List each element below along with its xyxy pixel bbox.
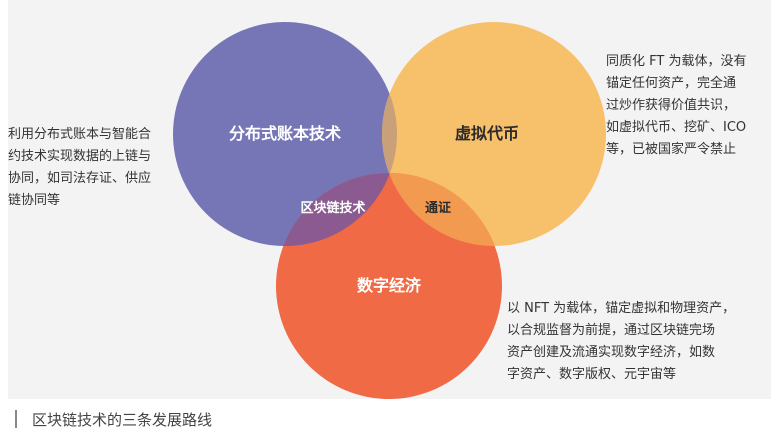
caption-marker	[15, 410, 17, 428]
note-line: 协同，如司法存证、供应	[8, 171, 152, 186]
overlap-virtual-digital	[382, 173, 502, 246]
overlap-distributed-digital	[276, 173, 397, 246]
note-virtual-token: 同质化 FT 为载体，没有 锚定任何资产，完全通 过炒作获得价值共识， 如虚拟代…	[606, 51, 746, 161]
note-line: 字资产、数字版权、元宇宙等	[507, 367, 677, 382]
note-line: 以合规监督为前提，通过区块链完场	[507, 323, 716, 338]
label-token: 通证	[425, 200, 451, 216]
note-line: 过炒作获得价值共识，	[606, 98, 737, 113]
note-line: 如虚拟代币、挖矿、ICO	[606, 120, 747, 135]
note-line: 以 NFT 为载体，锚定虚拟和物理资产，	[507, 301, 736, 316]
note-line: 约技术实现数据的上链与	[8, 149, 152, 164]
note-line: 链协同等	[8, 193, 61, 208]
note-digital-economy: 以 NFT 为载体，锚定虚拟和物理资产， 以合规监督为前提，通过区块链完场 资产…	[507, 298, 735, 386]
label-digital-economy: 数字经济	[357, 276, 422, 295]
note-distributed-ledger: 利用分布式账本与智能合 约技术实现数据的上链与 协同，如司法存证、供应 链协同等	[8, 124, 151, 212]
note-line: 等，已被国家严令禁止	[606, 142, 737, 157]
note-line: 资产创建及流通实现数字经济，如数	[507, 345, 716, 360]
label-blockchain-tech: 区块链技术	[300, 200, 365, 216]
note-line: 锚定任何资产，完全通	[606, 76, 737, 91]
note-line: 利用分布式账本与智能合	[8, 127, 152, 142]
label-virtual-token: 虚拟代币	[455, 124, 519, 143]
label-distributed-ledger: 分布式账本技术	[229, 124, 341, 143]
note-line: 同质化 FT 为载体，没有	[606, 54, 747, 69]
figure-caption: 区块链技术的三条发展路线	[32, 411, 213, 429]
venn-diagram: 分布式账本技术 虚拟代币 数字经济 区块链技术 通证	[173, 22, 606, 399]
